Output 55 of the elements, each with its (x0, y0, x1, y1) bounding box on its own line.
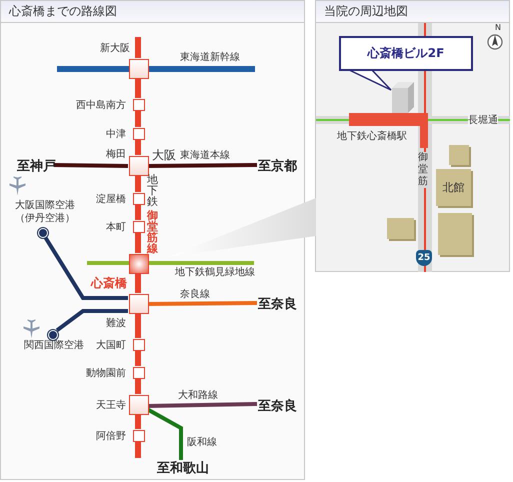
rail-line (135, 378, 141, 394)
rail-line (147, 408, 183, 460)
rail-line (135, 204, 141, 220)
station-name: 新大阪 (100, 43, 130, 55)
destination-label: 至和歌山 (157, 461, 208, 477)
station-name: 心斎橋 (91, 277, 127, 289)
airport-name: 関西国際空港 (24, 340, 84, 352)
line-name: 東海道新幹線 (180, 52, 240, 64)
destination-label: 至奈良 (258, 399, 296, 415)
destination-label: 至奈良 (258, 297, 296, 313)
rail-line (135, 273, 141, 293)
rail-line (135, 350, 141, 366)
line-name: 奈良線 (180, 289, 210, 301)
station-name: 西中島南方 (76, 100, 126, 112)
route-sign: 25 (416, 250, 432, 266)
destination-label: 至京都 (258, 159, 296, 175)
line-name: 地下鉄 (147, 174, 158, 207)
rail-line (135, 175, 141, 192)
street-name: 長堀通 (468, 115, 498, 127)
rail-line (148, 301, 258, 306)
station-name: 中津 (106, 129, 126, 141)
line-name: 東海道本線 (180, 150, 230, 162)
rail-line (135, 110, 141, 127)
rail-line (56, 309, 128, 332)
rail-line (148, 402, 258, 408)
rail-line (43, 236, 128, 300)
station-name: 淀屋橋 (96, 194, 126, 206)
destination-label: 至神戸 (17, 159, 55, 175)
line-name: 御堂筋線 (147, 210, 158, 254)
line-name: 大和路線 (178, 390, 218, 402)
station-name: 大国町 (96, 340, 126, 352)
building-block: 北館 (436, 169, 471, 206)
station-name: 動物園前 (86, 368, 126, 380)
panel-card (0, 0, 305, 480)
station-name: 地下鉄心斎橋駅 (337, 131, 407, 143)
rail-line (148, 163, 258, 168)
rail-line (135, 414, 141, 429)
panel-heading: 当院の周辺地図 (316, 1, 509, 23)
station-name: 難波 (106, 318, 126, 330)
rail-line (135, 139, 141, 155)
station-name: 天王寺 (96, 400, 126, 412)
airport-name: 大阪国際空港（伊丹空港） (14, 199, 76, 225)
line-name: 阪和線 (187, 437, 217, 449)
panel-heading: 心斎橋までの路線図 (1, 1, 304, 23)
station-name: 大阪 (152, 149, 176, 161)
rail-line (135, 232, 141, 253)
station-name: 本町 (106, 222, 126, 234)
street-name: 御堂筋 (418, 152, 428, 188)
station-name: 阿倍野 (96, 431, 126, 443)
rail-line (135, 78, 141, 98)
rail-line (135, 313, 141, 338)
north-letter: N (495, 23, 501, 32)
station-name: 梅田 (106, 149, 126, 161)
line-name: 地下鉄鶴見緑地線 (175, 267, 255, 279)
rail-line (54, 163, 128, 168)
